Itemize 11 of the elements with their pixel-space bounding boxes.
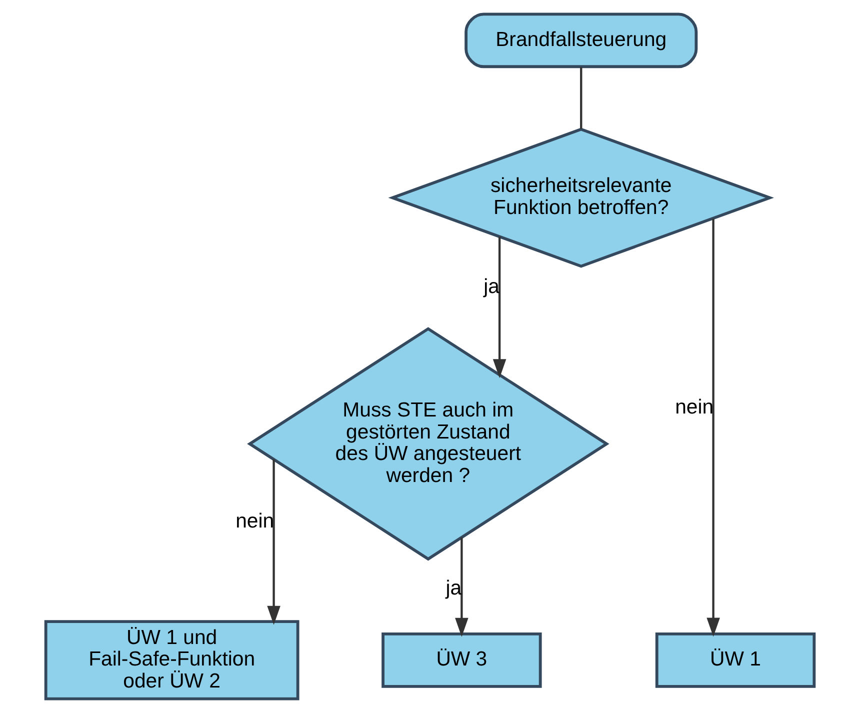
arrow: [266, 459, 280, 625]
edge-label: nein: [674, 396, 714, 418]
arrow: [454, 538, 468, 637]
node-diamond: sicherheitsrelevante Funktion betroffen?: [388, 128, 774, 268]
node-box: ÜW 3: [381, 632, 542, 688]
arrow: [706, 218, 720, 637]
arrow: [492, 236, 506, 378]
connector: [580, 67, 582, 129]
node-box: ÜW 1: [654, 632, 816, 688]
node-box: ÜW 1 und Fail-Safe-Funktion oder ÜW 2: [44, 620, 299, 700]
node-box: Brandfallsteuerung: [464, 12, 698, 68]
